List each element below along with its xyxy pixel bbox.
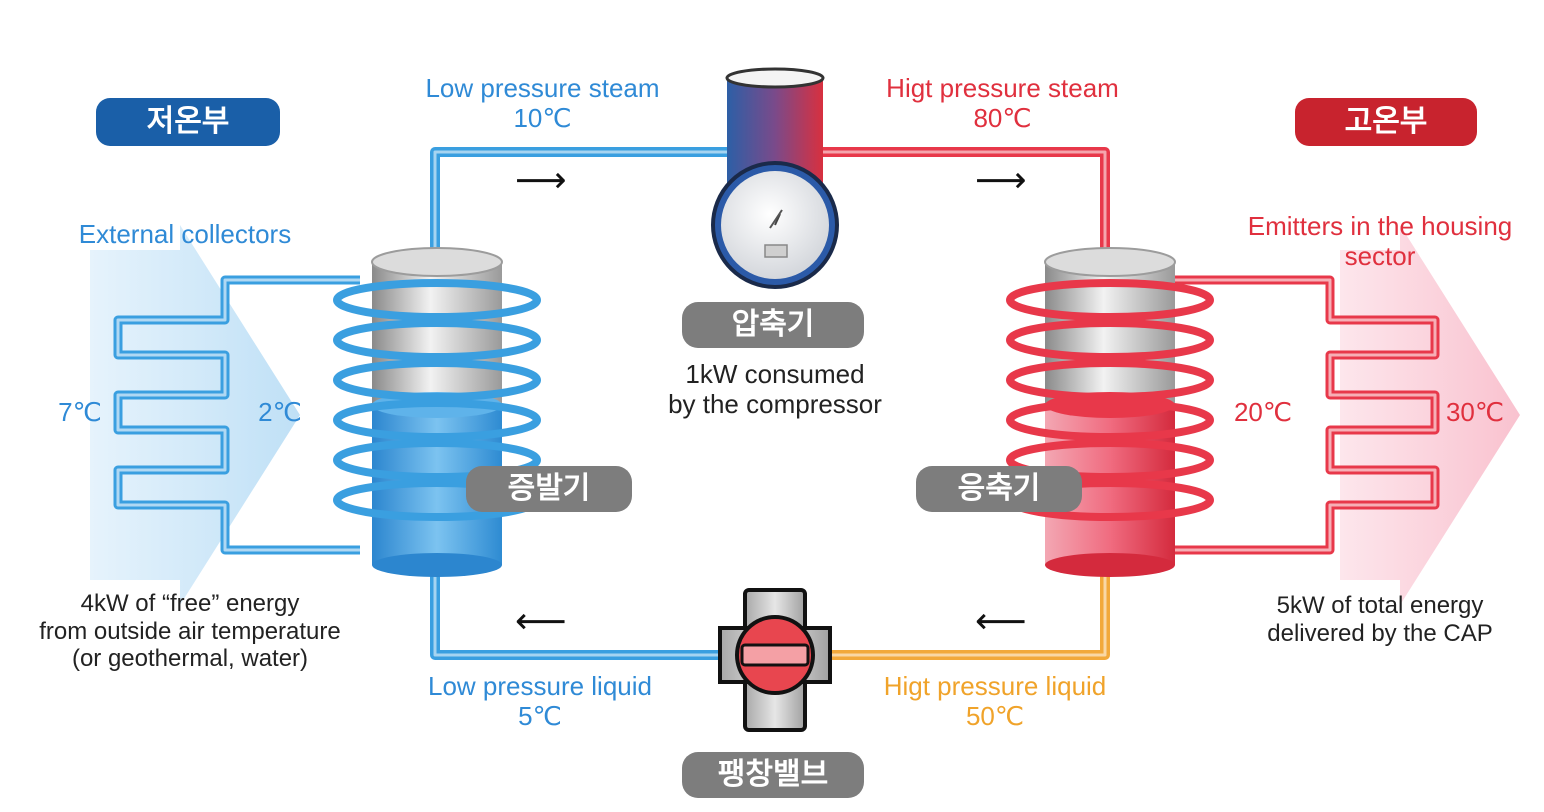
expansion-valve-unit <box>718 588 832 732</box>
external-collectors-title: External collectors <box>78 219 292 249</box>
evaporator-badge: 증발기 <box>466 466 632 512</box>
low-pressure-steam-label: Low pressure steam 10℃ <box>425 73 660 133</box>
flow-arrow-right-icon: ⟶ <box>975 159 1027 200</box>
high-pressure-liquid-label: Higt pressure liquid 50℃ <box>883 671 1107 731</box>
expansion-valve-badge: 팽창밸브 <box>682 752 864 798</box>
low-pressure-liquid-pipe <box>430 570 725 660</box>
compressor-note: 1kW consumed by the compressor <box>668 359 882 419</box>
flow-arrow-left-icon: ⟵ <box>975 600 1027 641</box>
high-pressure-steam-pipe <box>810 147 1110 260</box>
high-pressure-liquid-pipe <box>825 570 1110 660</box>
right-inlet-temp: 20℃ <box>1233 397 1293 427</box>
compressor-unit <box>711 67 839 289</box>
right-outlet-temp: 30℃ <box>1445 397 1505 427</box>
emitters-title: Emitters in the housing sector <box>1247 211 1513 271</box>
compressor-badge: 압축기 <box>682 302 864 348</box>
condenser-badge: 응축기 <box>916 466 1082 512</box>
high-pressure-steam-label: Higt pressure steam 80℃ <box>886 73 1119 133</box>
free-energy-note: 4kW of “free” energy from outside air te… <box>39 590 341 673</box>
left-outlet-temp: 2℃ <box>258 397 302 427</box>
low-pressure-steam-pipe <box>430 147 740 260</box>
total-energy-note: 5kW of total energy delivered by the CAP <box>1267 592 1493 647</box>
low-temp-zone-badge: 저온부 <box>96 98 280 146</box>
low-pressure-liquid-label: Low pressure liquid 5℃ <box>427 671 652 731</box>
flow-arrow-left-icon: ⟵ <box>515 600 567 641</box>
high-temp-zone-badge: 고온부 <box>1295 98 1477 146</box>
condenser-tank <box>1044 247 1176 577</box>
left-inlet-temp: 7℃ <box>58 397 102 427</box>
evaporator-tank <box>371 247 503 577</box>
flow-arrow-right-icon: ⟶ <box>515 159 567 200</box>
